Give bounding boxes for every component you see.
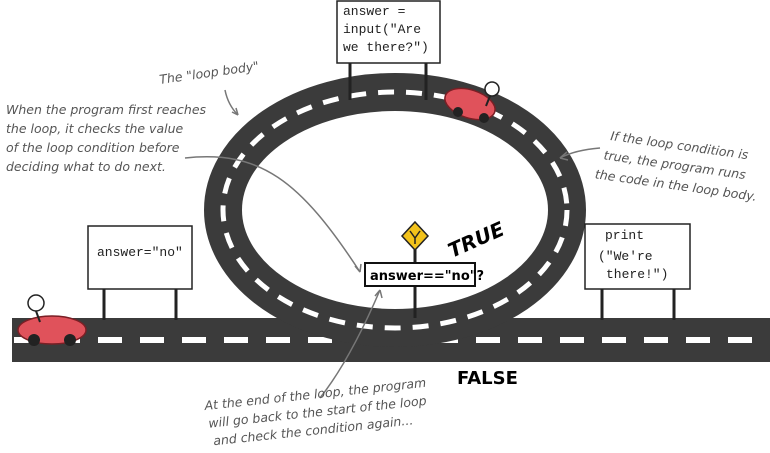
- top-sign-line-3: we there?"): [343, 40, 429, 55]
- first-reach-line-4: deciding what to do next.: [6, 159, 166, 174]
- condition-true-annotation: If the loop condition is true, the progr…: [594, 128, 758, 204]
- loop-road: [204, 73, 586, 347]
- right-sign-line-1: print: [605, 228, 644, 243]
- first-reach-annotation: When the program first reaches the loop,…: [6, 102, 207, 174]
- right-sign-line-3: there!"): [606, 267, 668, 282]
- condition-box: answer=="no"?: [364, 262, 484, 287]
- car-left: [17, 294, 87, 346]
- left-sign-text: answer="no": [97, 245, 183, 260]
- false-label: FALSE: [457, 368, 518, 389]
- car-top: [444, 81, 500, 123]
- annotation-arrows: [184, 89, 601, 399]
- left-sign: answer="no": [87, 225, 193, 320]
- top-sign: answer = input("Are we there?"): [336, 0, 441, 100]
- first-reach-line-3: of the loop condition before: [6, 140, 180, 155]
- first-reach-line-1: When the program first reaches: [6, 102, 207, 117]
- first-reach-line-2: the loop, it checks the value: [6, 121, 184, 136]
- top-sign-line-1: answer =: [343, 4, 406, 19]
- right-sign-line-2: ("We're: [598, 249, 653, 264]
- condition-text: answer=="no"?: [370, 269, 484, 284]
- right-sign: print ("We're there!"): [584, 223, 691, 320]
- end-of-loop-annotation: At the end of the loop, the program will…: [203, 375, 427, 448]
- true-label: TRUE: [444, 217, 508, 263]
- top-sign-line-2: input("Are: [343, 22, 421, 37]
- loop-body-annotation: The "loop body": [158, 58, 259, 87]
